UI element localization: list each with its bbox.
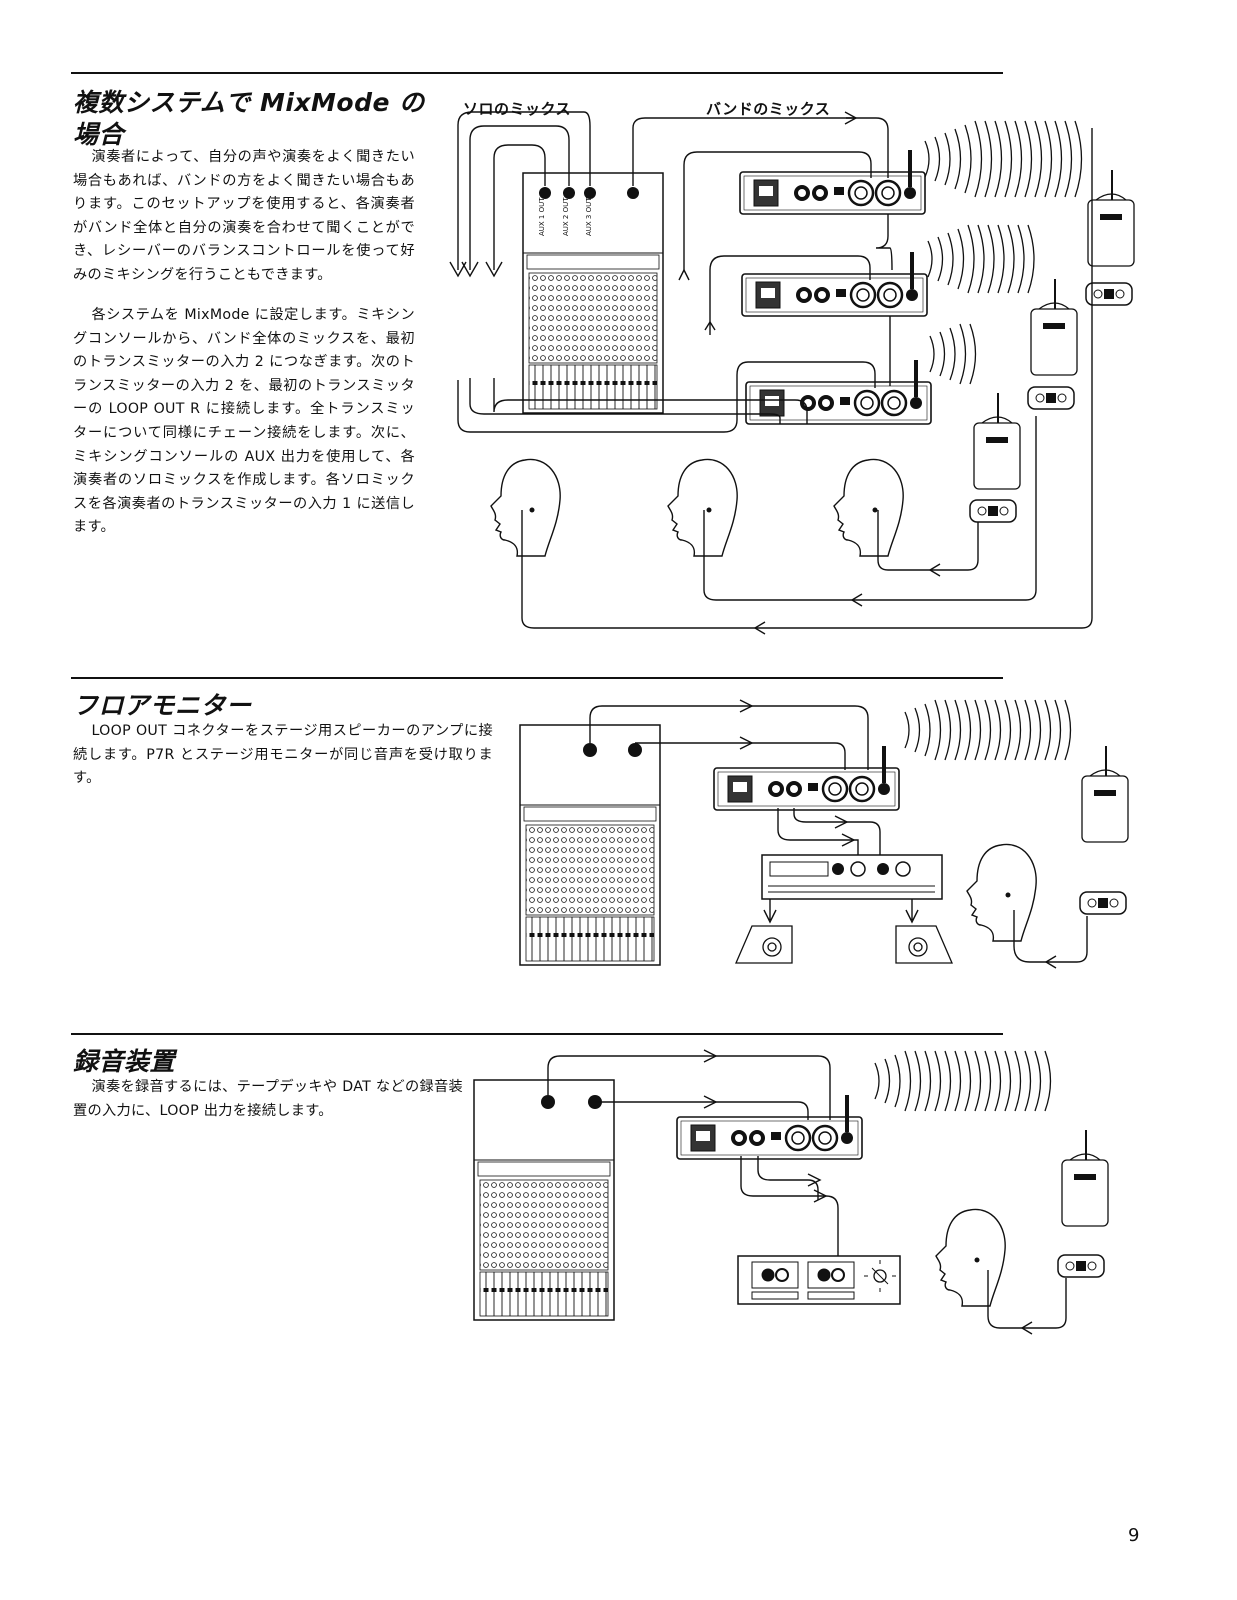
section-1-paragraph-1: 演奏者によって、自分の声や演奏をよく聞きたい場合もあれば、バンドの方をよく聞きた…	[73, 149, 415, 283]
section-1-title-line2: 場合	[73, 120, 125, 149]
section-rule-3	[71, 1033, 1003, 1035]
section-1-title-line1: 複数システムで MixMode の	[73, 88, 425, 117]
section-1-paragraph-2: 各システムを MixMode に設定します。ミキシングコンソールから、バンド全体…	[73, 307, 415, 536]
band-mix-label: バンドのミックス	[706, 100, 831, 118]
aux-3-out-label: AUX 3 OUT	[585, 197, 593, 236]
section-1-title: 複数システムで MixMode の 場合	[73, 87, 425, 151]
section-rule-1	[71, 72, 1003, 74]
aux-1-out-label: AUX 1 OUT	[538, 197, 546, 236]
solo-mix-label: ソロのミックス	[463, 100, 572, 118]
stage-monitor-left	[735, 925, 793, 964]
tape-deck	[737, 1255, 901, 1305]
section-2-paragraph: LOOP OUT コネクターをステージ用スピーカーのアンプに接続します。P7R …	[73, 723, 493, 787]
stage-amplifier	[761, 854, 943, 900]
section-2-title: フロアモニター	[73, 691, 252, 720]
aux-2-out-label: AUX 2 OUT	[562, 197, 570, 236]
stage-monitor-right	[895, 925, 953, 964]
page-number: 9	[1128, 1525, 1140, 1546]
section-rule-2	[71, 677, 1003, 679]
section-3-paragraph: 演奏を録音するには、テープデッキや DAT などの録音装置の入力に、LOOP 出…	[73, 1079, 463, 1119]
section-3-title: 録音装置	[73, 1047, 176, 1076]
